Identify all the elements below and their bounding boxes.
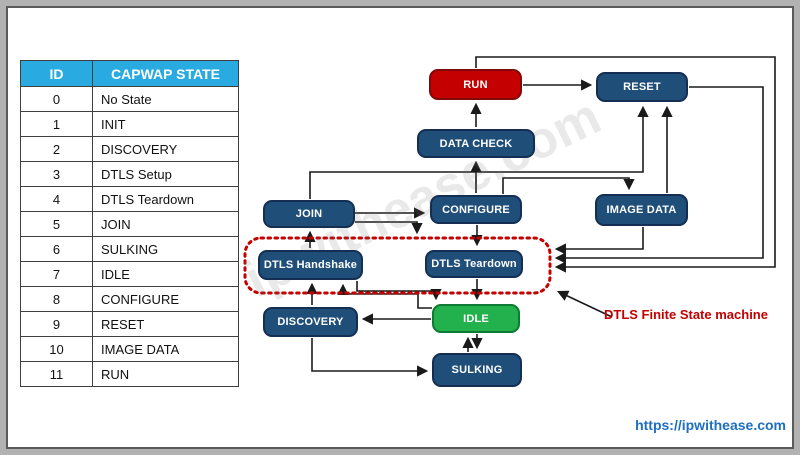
table-row: 8 CONFIGURE xyxy=(20,286,239,312)
edge-run-dtlsbox-loop xyxy=(475,56,776,273)
cell-id: 5 xyxy=(20,211,93,237)
table-row: 0 No State xyxy=(20,86,239,112)
cell-id: 1 xyxy=(20,111,93,137)
cell-id: 2 xyxy=(20,136,93,162)
cell-state: JOIN xyxy=(92,211,239,237)
state-discovery: DISCOVERY xyxy=(263,307,358,337)
state-run: RUN xyxy=(429,69,522,100)
cell-state: DTLS Teardown xyxy=(92,186,239,212)
cell-id: 7 xyxy=(20,261,93,287)
cell-state: RUN xyxy=(92,361,239,387)
cell-id: 9 xyxy=(20,311,93,337)
table-header-id: ID xyxy=(20,60,93,87)
capwap-state-table: ID CAPWAP STATE 0 No State 1 INIT 2 DISC… xyxy=(20,60,239,387)
cell-id: 8 xyxy=(20,286,93,312)
table-row: 9 RESET xyxy=(20,311,239,337)
table-row: 10 IMAGE DATA xyxy=(20,336,239,362)
state-image-data: IMAGE DATA xyxy=(595,194,688,226)
cell-id: 6 xyxy=(20,236,93,262)
cell-state: RESET xyxy=(92,311,239,337)
dtls-fsm-boundary xyxy=(243,236,552,295)
cell-id: 3 xyxy=(20,161,93,187)
edge-reset-dtlsbox-loop xyxy=(554,86,764,264)
state-configure: CONFIGURE xyxy=(430,195,522,224)
table-row: 7 IDLE xyxy=(20,261,239,287)
state-reset: RESET xyxy=(596,72,688,102)
site-link[interactable]: https://ipwithease.com xyxy=(635,417,786,433)
state-dtls-teardown: DTLS Teardown xyxy=(425,250,523,278)
edge-imagedata-dtlsbox-loop xyxy=(554,227,644,255)
cell-state: DISCOVERY xyxy=(92,136,239,162)
state-dtls-handshake: DTLS Handshake xyxy=(258,250,363,280)
state-data-check: DATA CHECK xyxy=(417,129,535,158)
cell-state: IDLE xyxy=(92,261,239,287)
edge-join-reset xyxy=(309,105,649,199)
cell-id: 11 xyxy=(20,361,93,387)
table-row: 6 SULKING xyxy=(20,236,239,262)
cell-id: 0 xyxy=(20,86,93,112)
table-row: 2 DISCOVERY xyxy=(20,136,239,162)
edge-join-dtlsbox xyxy=(355,221,423,235)
table-row: 5 JOIN xyxy=(20,211,239,237)
state-join: JOIN xyxy=(263,200,355,228)
cell-state: CONFIGURE xyxy=(92,286,239,312)
edge-discovery-sulking xyxy=(311,338,429,377)
edge-handshake-idle xyxy=(356,281,442,301)
table-header-row: ID CAPWAP STATE xyxy=(20,60,239,87)
edge-configure-imagedata xyxy=(502,177,635,194)
table-row: 3 DTLS Setup xyxy=(20,161,239,187)
state-idle: IDLE xyxy=(432,304,520,333)
cell-id: 4 xyxy=(20,186,93,212)
table-row: 11 RUN xyxy=(20,361,239,387)
annotation-arrow xyxy=(556,290,613,318)
table-row: 1 INIT xyxy=(20,111,239,137)
cell-state: No State xyxy=(92,86,239,112)
cell-id: 10 xyxy=(20,336,93,362)
table-header-capwap-state: CAPWAP STATE xyxy=(92,60,239,87)
cell-state: INIT xyxy=(92,111,239,137)
table-row: 4 DTLS Teardown xyxy=(20,186,239,212)
cell-state: SULKING xyxy=(92,236,239,262)
cell-state: IMAGE DATA xyxy=(92,336,239,362)
state-sulking: SULKING xyxy=(432,353,522,387)
dtls-fsm-annotation-label: DTLS Finite State machine xyxy=(604,307,768,322)
cell-state: DTLS Setup xyxy=(92,161,239,187)
